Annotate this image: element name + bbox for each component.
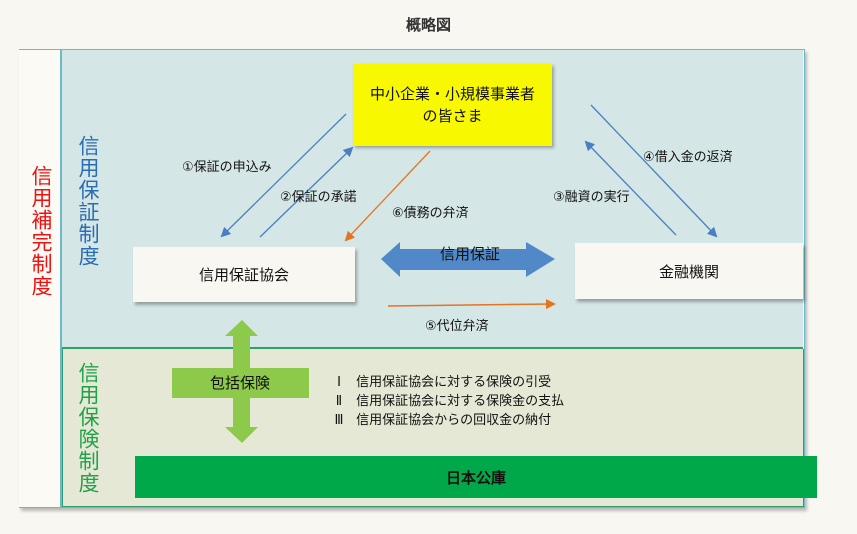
- diagram-title: 概略図: [405, 16, 451, 34]
- insurance-item-text: 信用保証協会に対する保険の引受: [356, 375, 552, 390]
- flow-arrow-3: [584, 140, 677, 236]
- flow-arrow-6: [344, 150, 431, 242]
- insurance-items-list: Ⅰ 信用保証協会に対する保険の引受 Ⅱ 信用保証協会に対する保険金の支払 Ⅲ 信…: [326, 371, 565, 428]
- comprehensive-insurance-arrow: [172, 320, 309, 443]
- flow-label-2: ②保証の承諾: [280, 190, 357, 205]
- sme-entity-box: 中小企業・小規模事業者 の皆さま: [353, 64, 552, 146]
- credit-insurance-system-label: 信用保険制度: [76, 362, 100, 494]
- comprehensive-insurance-label: 包括保険: [209, 374, 270, 392]
- credit-guarantee-arrow-label: 信用保証: [439, 245, 500, 263]
- insurance-item: Ⅰ 信用保証協会に対する保険の引受: [326, 371, 564, 390]
- flow-label-6: ⑥債務の弁済: [392, 206, 469, 221]
- sme-label-line1: 中小企業・小規模事業者: [369, 85, 535, 103]
- insurance-item-number: Ⅱ: [335, 394, 343, 409]
- sme-label-line2: の皆さま: [422, 107, 483, 125]
- flow-label-1: ①保証の申込み: [182, 160, 272, 175]
- flow-label-5: ⑤代位弁済: [425, 319, 489, 334]
- credit-guarantee-system-label: 信用保証制度: [76, 135, 100, 267]
- credit-supplement-system-label: 信用補完制度: [29, 165, 53, 297]
- insurance-item: Ⅱ 信用保証協会に対する保険金の支払: [326, 390, 564, 409]
- insurance-item-number: Ⅰ: [337, 375, 341, 390]
- flow-arrow-2: [259, 146, 354, 238]
- insurance-item-text: 信用保証協会からの回収金の納付: [356, 413, 552, 428]
- credit-supplement-label-column: [19, 50, 62, 507]
- japan-finance-corporation-box: 日本公庫: [135, 456, 817, 498]
- flow-arrow-4: [590, 104, 718, 238]
- insurance-item-number: Ⅲ: [334, 413, 344, 428]
- credit-guarantee-double-arrow: [381, 242, 555, 277]
- insurance-item: Ⅲ 信用保証協会からの回収金の納付: [326, 409, 564, 428]
- financial-institution-box: 金融機関: [575, 243, 803, 299]
- flow-label-3: ③融資の実行: [553, 190, 630, 205]
- flow-arrow-5: [387, 299, 556, 310]
- credit-guarantee-association-box: 信用保証協会: [133, 247, 355, 302]
- insurance-item-text: 信用保証協会に対する保険金の支払: [356, 394, 565, 409]
- flow-label-4: ④借入金の返済: [643, 150, 733, 165]
- flow-arrow-1: [220, 113, 347, 238]
